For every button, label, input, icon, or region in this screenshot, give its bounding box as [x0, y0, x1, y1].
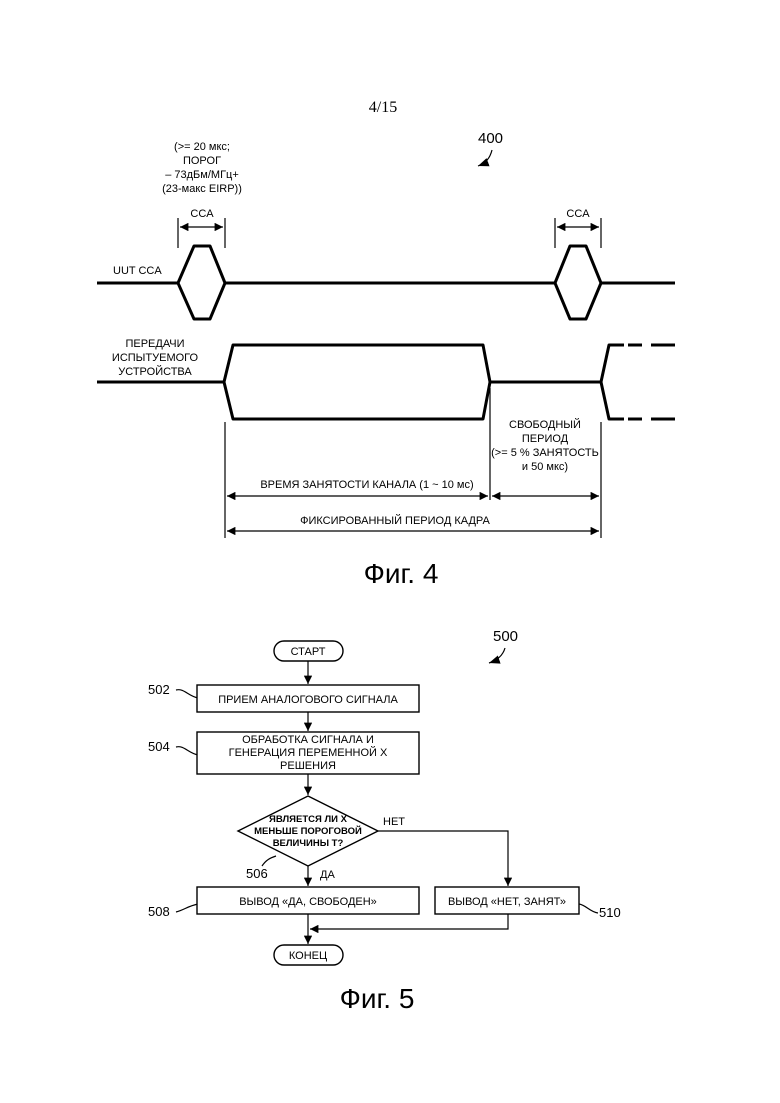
cca-note-line-3: – 73дБм/МГц+ — [165, 169, 239, 181]
transmissions-label: ПЕРЕДАЧИ ИСПЫТУЕМОГО УСТРОЙСТВА — [112, 338, 199, 378]
leader-line — [176, 747, 198, 755]
transmissions-label-line-3: УСТРОЙСТВА — [118, 365, 192, 378]
yes-branch-label: ДА — [320, 869, 335, 881]
uut-cca-waveform — [97, 246, 675, 319]
fig5-flowchart: 500 СТАРТ 502 ПРИЕМ АНАЛОГОВОГО СИГНАЛА … — [148, 628, 621, 1014]
transmissions-label-line-2: ИСПЫТУЕМОГО — [112, 352, 199, 364]
decision-line-3: ВЕЛИЧИНЫ T? — [273, 838, 344, 849]
start-label: СТАРТ — [291, 646, 326, 658]
leader-line — [176, 904, 198, 912]
fig5-reference-number: 500 — [493, 628, 518, 645]
leader-line — [579, 904, 598, 913]
cca-note-line-2: ПОРОГ — [183, 155, 221, 167]
step-504-line-3: РЕШЕНИЯ — [280, 760, 336, 772]
step-502-label: ПРИЕМ АНАЛОГОВОГО СИГНАЛА — [218, 694, 398, 706]
fig4-caption: Фиг. 4 — [364, 558, 439, 589]
decision-line-2: МЕНЬШЕ ПОРОГОВОЙ — [254, 825, 362, 837]
fig5-reference-arrow — [489, 648, 505, 663]
idle-period-line-2: ПЕРИОД — [522, 433, 569, 445]
uut-cca-label: UUT CCA — [113, 265, 162, 277]
merge-arrow — [310, 914, 508, 929]
cca-label-2: CCA — [566, 208, 590, 220]
channel-occupancy-label: ВРЕМЯ ЗАНЯТОСТИ КАНАЛА (1 ~ 10 мс) — [260, 479, 473, 491]
step-508-label: ВЫВОД «ДА, СВОБОДЕН» — [239, 896, 377, 908]
idle-period-line-3: (>= 5 % ЗАНЯТОСТЬ — [491, 447, 599, 459]
cca-note: (>= 20 мкс; ПОРОГ – 73дБм/МГц+ (23-макс … — [162, 141, 242, 195]
transmissions-dashed-continuation — [628, 345, 675, 419]
idle-period-note: СВОБОДНЫЙ ПЕРИОД (>= 5 % ЗАНЯТОСТЬ и 50 … — [491, 418, 599, 473]
no-branch-label: НЕТ — [383, 816, 405, 828]
leader-line — [262, 856, 276, 866]
cca-note-line-1: (>= 20 мкс; — [174, 141, 230, 153]
decision-ref: 506 — [246, 866, 268, 881]
leader-line — [176, 690, 198, 698]
decision-line-1: ЯВЛЯЕТСЯ ЛИ X — [269, 814, 348, 825]
idle-period-line-1: СВОБОДНЫЙ — [509, 418, 581, 431]
step-502-ref: 502 — [148, 682, 170, 697]
step-510-ref: 510 — [599, 905, 621, 920]
cca-note-line-4: (23-макс EIRP)) — [162, 183, 242, 195]
fig4-reference-number: 400 — [478, 130, 503, 147]
end-label: КОНЕЦ — [289, 950, 327, 962]
step-510-label: ВЫВОД «НЕТ, ЗАНЯТ» — [448, 896, 566, 908]
cca-label-1: CCA — [190, 208, 214, 220]
step-504-ref: 504 — [148, 739, 170, 754]
fig4-reference-arrow — [478, 150, 492, 166]
fixed-frame-label: ФИКСИРОВАННЫЙ ПЕРИОД КАДРА — [300, 514, 490, 527]
page-number: 4/15 — [369, 99, 397, 116]
fig5-caption: Фиг. 5 — [340, 983, 415, 1014]
no-branch-arrow — [378, 831, 508, 886]
step-508-ref: 508 — [148, 904, 170, 919]
idle-period-line-4: и 50 мкс) — [522, 461, 568, 473]
transmissions-label-line-1: ПЕРЕДАЧИ — [125, 338, 184, 350]
step-504-line-2: ГЕНЕРАЦИЯ ПЕРЕМЕННОЙ X — [229, 746, 388, 759]
step-504-line-1: ОБРАБОТКА СИГНАЛА И — [242, 734, 374, 746]
fig4-timing-diagram: 400 (>= 20 мкс; ПОРОГ – 73дБм/МГц+ (23-м… — [97, 130, 675, 589]
